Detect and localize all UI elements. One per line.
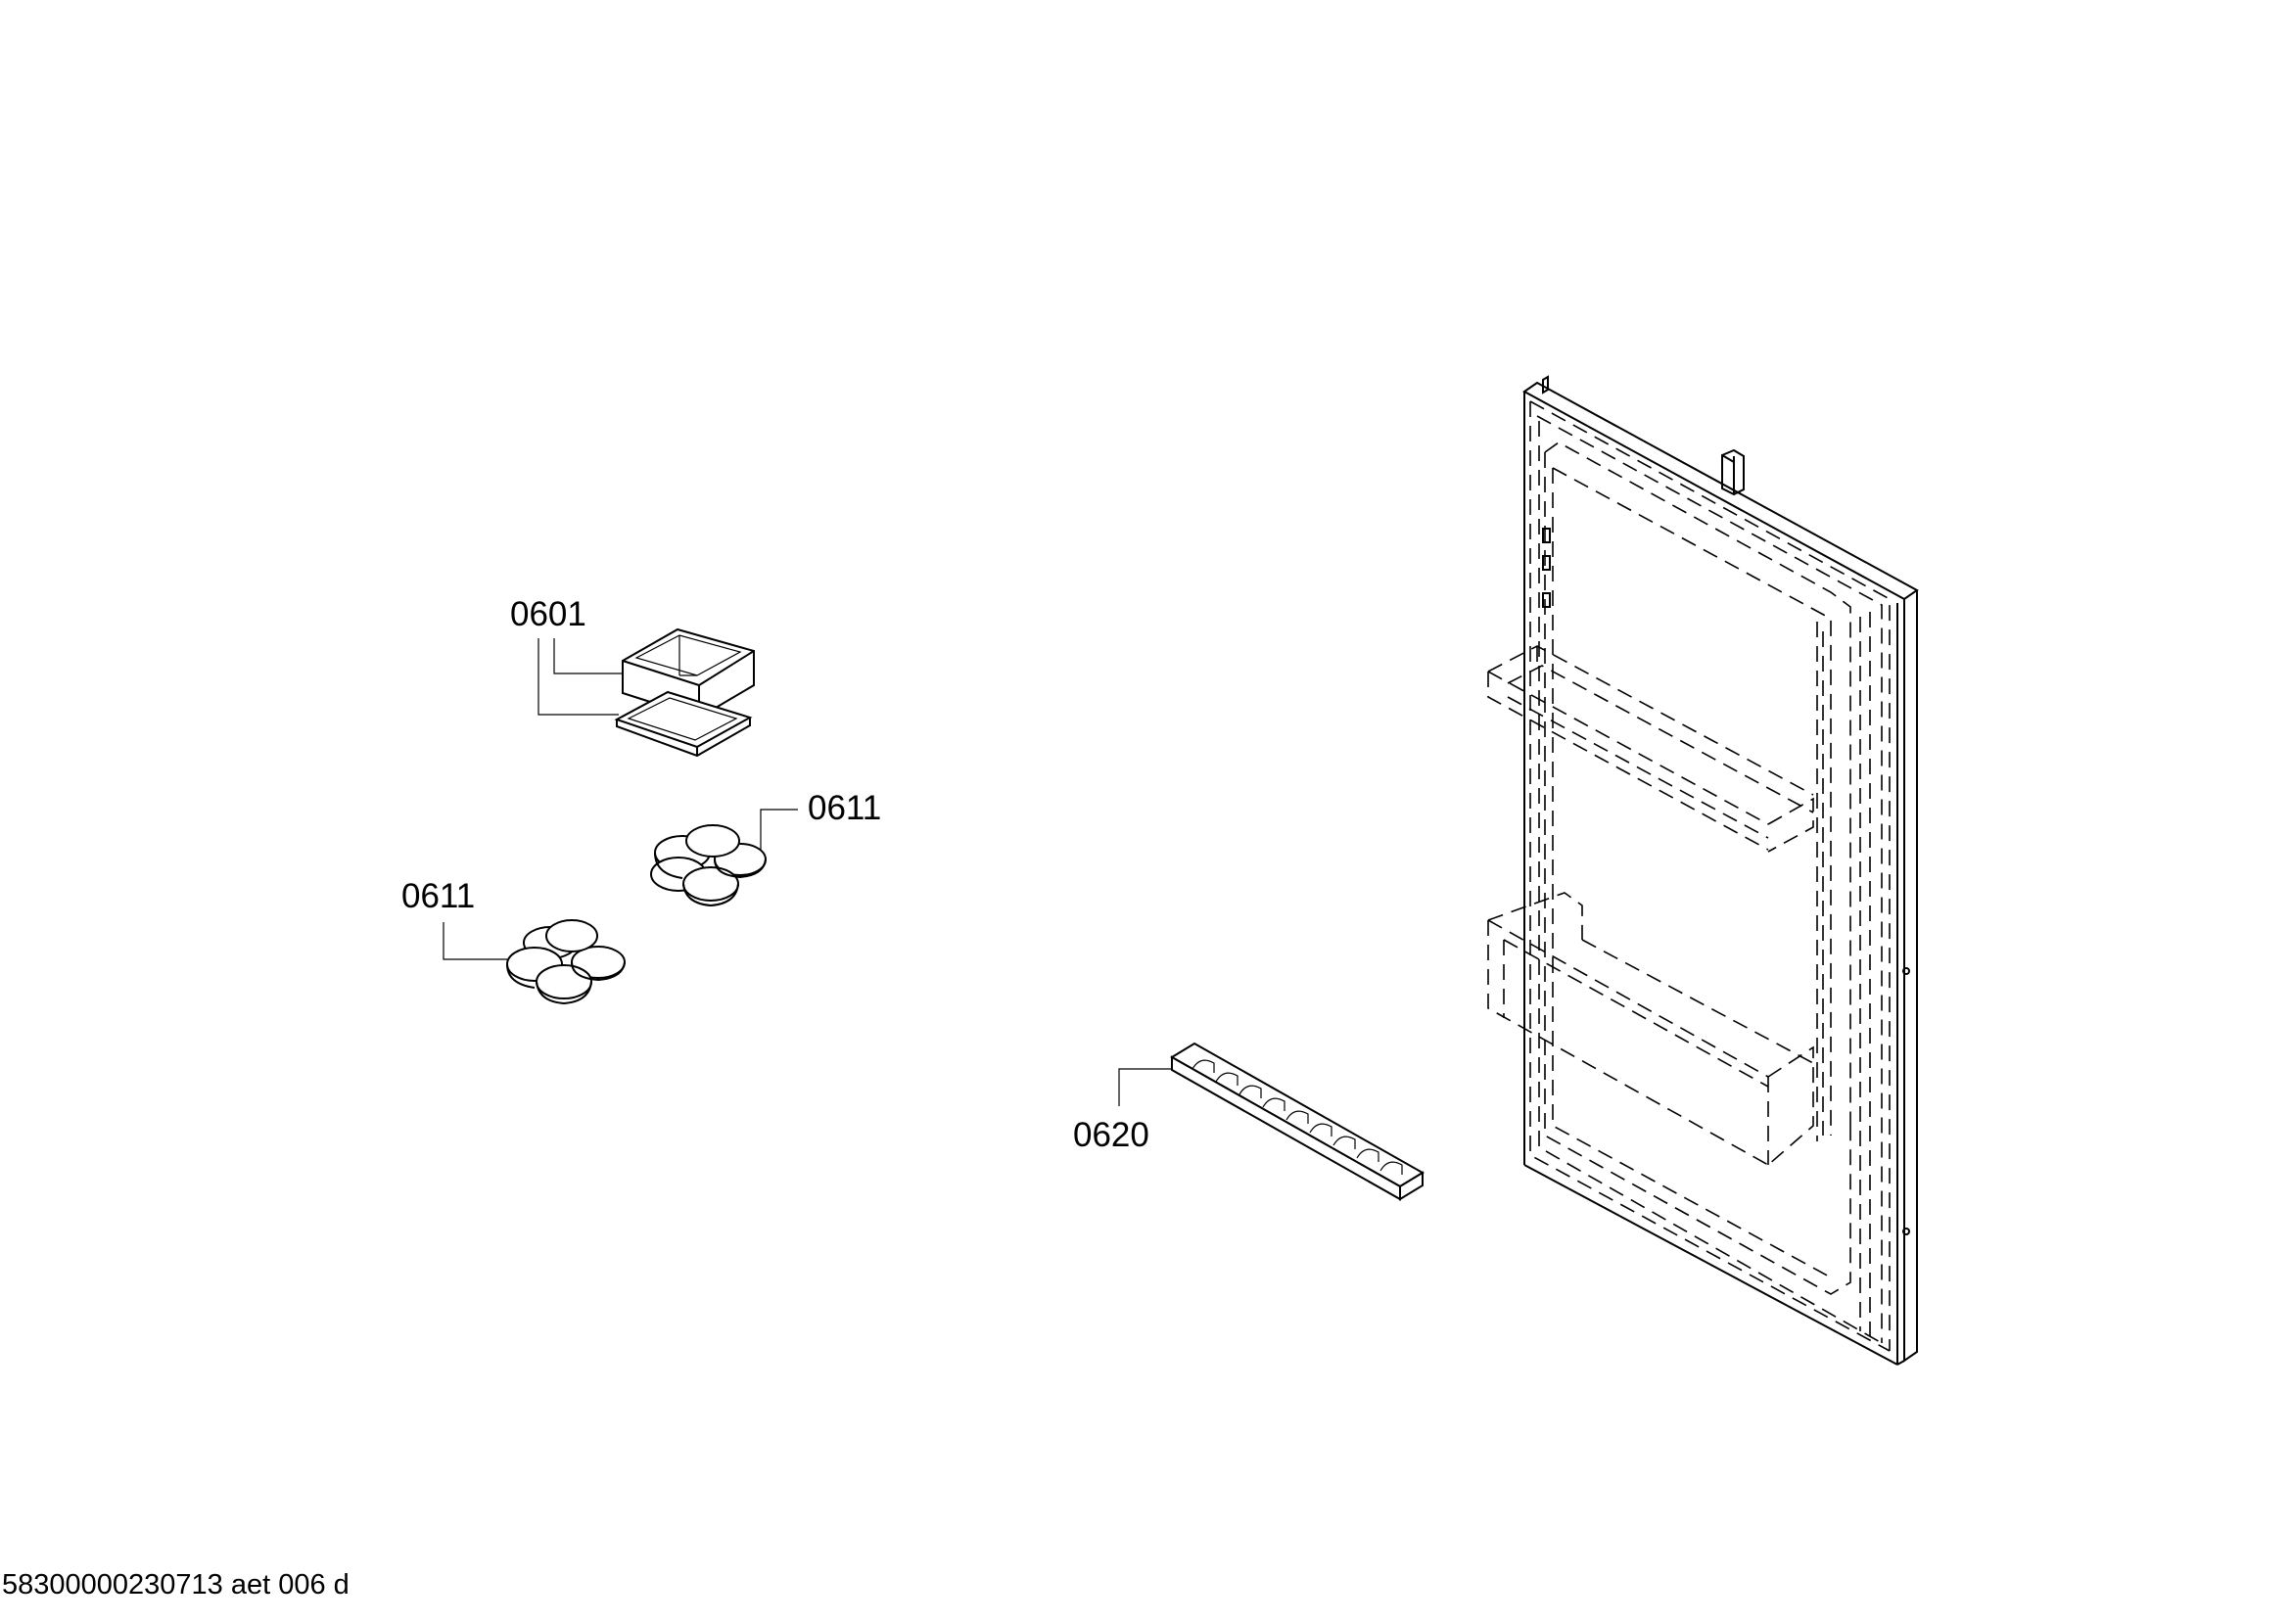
leader-0601 [537,638,625,716]
label-0601: 0601 [510,595,586,633]
rack-slots [1192,1059,1403,1175]
egg-tray-upper [650,824,767,907]
leader-0611-b [443,922,519,960]
label-0620: 0620 [1073,1116,1149,1154]
egg-tray-lower [506,919,626,1005]
label-0611-a: 0611 [808,789,882,827]
door-liner [1522,375,1919,1366]
label-0611-b: 0611 [401,877,476,915]
bottle-rack-strip [1170,1042,1425,1201]
leader-0620 [1118,1068,1180,1106]
butter-dish-tray [614,690,753,758]
door-shelf-lower [1487,892,1814,1166]
door-shelf-upper [1487,645,1814,853]
drawing-number: 58300000230713 aet 006 d [2,1569,350,1601]
